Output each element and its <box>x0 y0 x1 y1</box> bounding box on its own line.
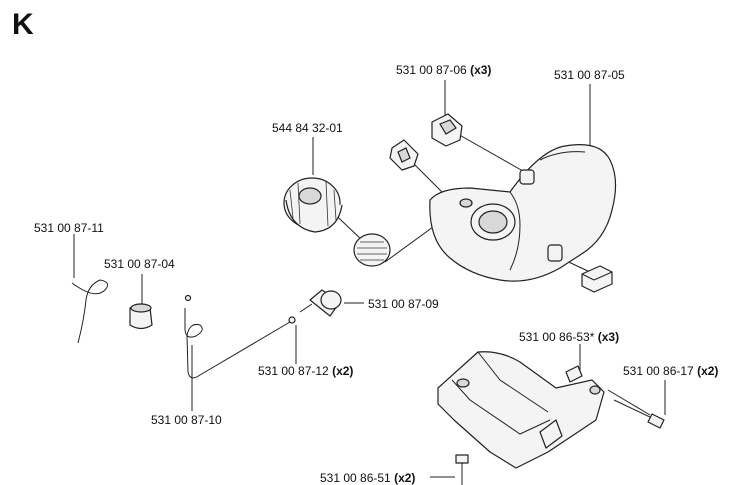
part-label-531-00-87-05: 531 00 87-05 <box>554 68 625 82</box>
part-number: 531 00 87-05 <box>554 68 625 82</box>
part-qty: (x2) <box>697 364 719 378</box>
part-label-544-84-32-01: 544 84 32-01 <box>272 121 343 135</box>
part-label-531-00-87-10: 531 00 87-10 <box>151 413 222 427</box>
part-number: 531 00 87-09 <box>368 297 439 311</box>
part-number: 531 00 86-17 <box>623 364 694 378</box>
tank-vent-drawing <box>129 303 153 330</box>
part-label-531-00-87-09: 531 00 87-09 <box>368 297 439 311</box>
part-label-531-00-86-53: 531 00 86-53* (x3) <box>519 330 619 344</box>
fuel-cap-drawing <box>283 177 343 233</box>
part-label-531-00-86-17: 531 00 86-17 (x2) <box>623 364 718 378</box>
part-label-531-00-86-51: 531 00 86-51 (x2) <box>320 471 415 485</box>
part-label-531-00-87-06: 531 00 87-06 (x3) <box>396 63 491 77</box>
part-number: 531 00 87-04 <box>104 257 175 271</box>
part-qty: (x2) <box>394 471 416 485</box>
part-number: 531 00 87-11 <box>34 221 104 235</box>
part-label-531-00-87-04: 531 00 87-04 <box>104 257 175 271</box>
fuel-tank-drawing <box>429 144 617 282</box>
fuel-filter-drawing <box>184 289 342 324</box>
part-number: 544 84 32-01 <box>272 121 343 135</box>
part-number: 531 00 87-12 <box>258 364 329 378</box>
grommet-drawing <box>389 113 463 171</box>
part-label-531-00-87-11: 531 00 87-11 <box>34 221 104 235</box>
section-letter: K <box>12 8 34 41</box>
cap-gasket-drawing <box>353 233 391 267</box>
part-number: 531 00 86-53* <box>519 330 595 344</box>
rubber-pad-drawing <box>581 265 613 293</box>
part-qty: (x3) <box>470 63 492 77</box>
part-number: 531 00 87-10 <box>151 413 222 427</box>
part-qty: (x2) <box>332 364 354 378</box>
part-qty: (x3) <box>597 330 620 344</box>
part-number: 531 00 86-51 <box>320 471 391 485</box>
tank-bracket-drawing <box>437 351 605 469</box>
screw-drawing <box>455 365 665 485</box>
part-number: 531 00 87-06 <box>396 63 467 77</box>
fuel-hose-drawing <box>71 279 291 379</box>
part-label-531-00-87-12: 531 00 87-12 (x2) <box>258 364 353 378</box>
